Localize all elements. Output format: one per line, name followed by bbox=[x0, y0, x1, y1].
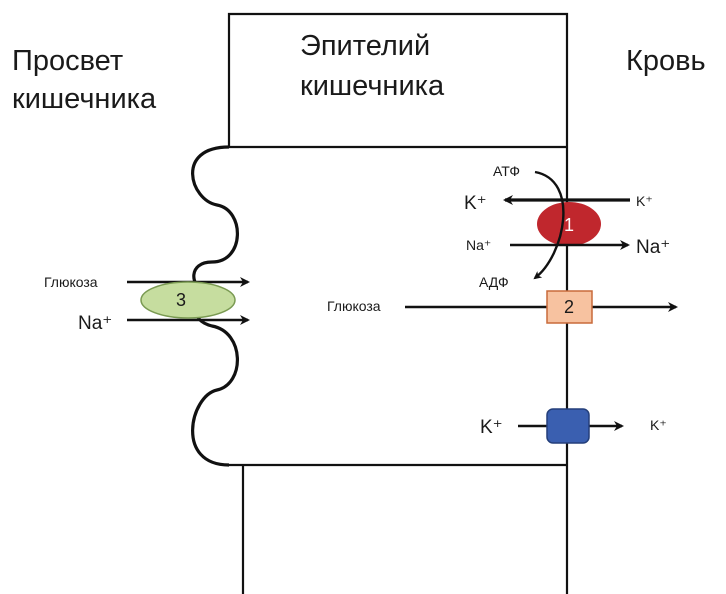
atp-to-adp-arrow bbox=[533, 170, 565, 280]
apical-na-label: Na⁺ bbox=[78, 313, 112, 334]
blood-label: Кровь bbox=[626, 45, 706, 77]
pump-na-out-label: Na⁺ bbox=[636, 237, 670, 258]
basolateral-glucose-label: Глюкоза bbox=[327, 298, 381, 314]
atp-label: АТФ bbox=[493, 163, 520, 179]
na-glucose-symporter bbox=[140, 281, 236, 319]
upper-cell-outline bbox=[227, 12, 569, 147]
pump-na-in-label: Na⁺ bbox=[466, 237, 491, 253]
lumen-label-line2: кишечника bbox=[12, 83, 157, 115]
pump-k-out-label: K⁺ bbox=[636, 193, 653, 209]
symporter-number: 3 bbox=[176, 290, 186, 310]
na-k-pump bbox=[537, 202, 601, 246]
pump-k-in-label: K⁺ bbox=[464, 193, 487, 214]
epithelium-label-line1: Эпителий bbox=[300, 30, 430, 62]
k-channel-in-label: K⁺ bbox=[480, 417, 503, 438]
transporter-2-number: 2 bbox=[564, 297, 574, 317]
lumen-label-line1: Просвет bbox=[12, 45, 123, 77]
k-channel-out-label: K⁺ bbox=[650, 417, 667, 433]
glucose-transporter bbox=[546, 290, 593, 324]
epithelium-label-line2: кишечника bbox=[300, 70, 445, 102]
k-channel bbox=[546, 408, 590, 444]
apical-glucose-label: Глюкоза bbox=[44, 274, 98, 290]
pump-number: 1 bbox=[564, 215, 574, 235]
adp-label: АДФ bbox=[479, 274, 509, 290]
